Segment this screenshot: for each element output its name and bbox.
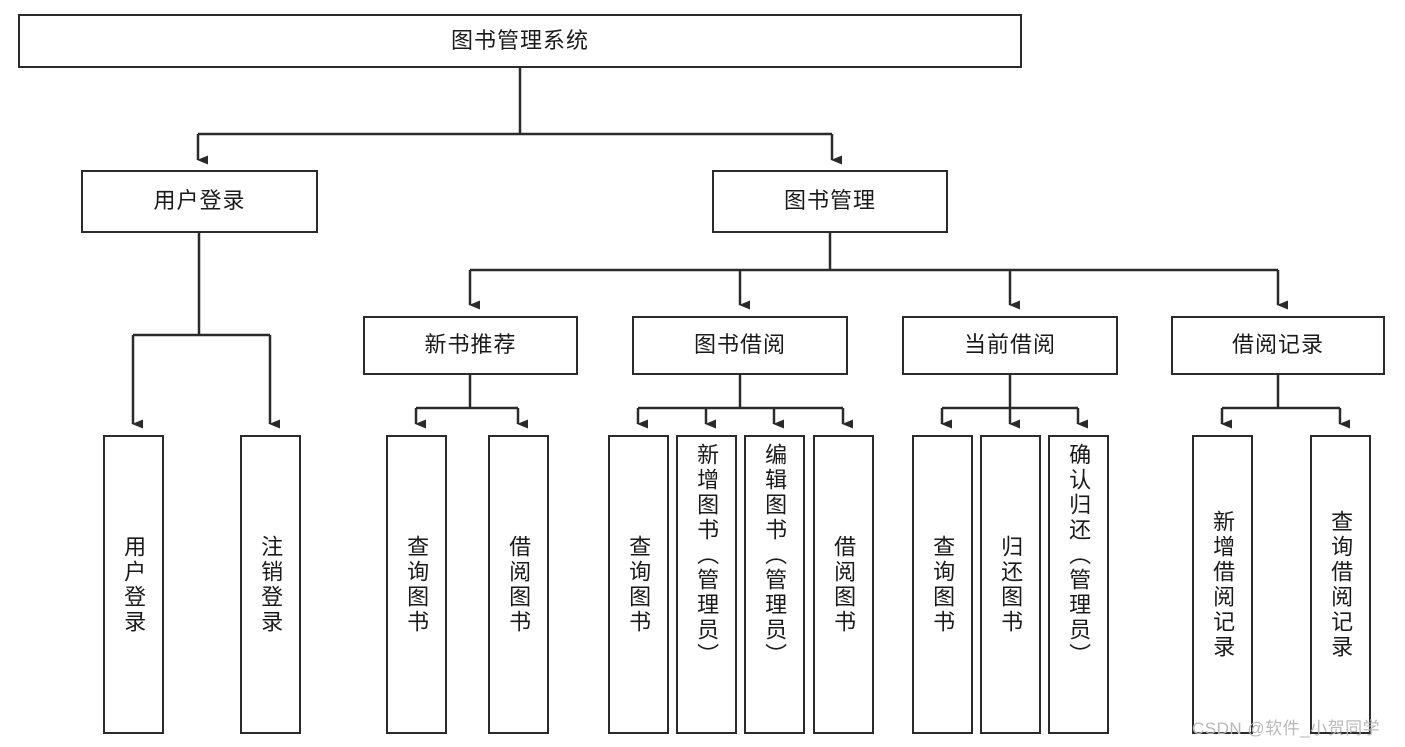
csdn-watermark: CSDN @软件_小贺同学	[1192, 719, 1381, 738]
node-label: 新书推荐	[424, 332, 517, 358]
node-label: 新增借阅记录	[1210, 509, 1236, 660]
node-label: 查询图书	[930, 534, 956, 635]
node-label: 借阅图书	[831, 534, 857, 635]
node-borrow-record[interactable]: 借阅记录	[1171, 316, 1385, 375]
leaf-borrow-borrow-book[interactable]: 借阅图书	[813, 435, 874, 734]
leaf-borrow-edit-book-admin[interactable]: 编辑图书（管理员）	[744, 435, 805, 734]
leaf-current-return-book[interactable]: 归还图书	[980, 435, 1041, 734]
node-label: 编辑图书（管理员）	[762, 443, 788, 668]
node-label: 确认归还（管理员）	[1066, 443, 1092, 668]
leaf-user-login-logout[interactable]: 注销登录	[240, 435, 301, 734]
node-label: 查询借阅记录	[1328, 509, 1354, 660]
leaf-borrow-query-book[interactable]: 查询图书	[608, 435, 669, 734]
node-root-book-management-system[interactable]: 图书管理系统	[18, 14, 1022, 68]
node-label: 用户登录	[153, 188, 246, 214]
leaf-current-confirm-return-admin[interactable]: 确认归还（管理员）	[1048, 435, 1109, 734]
node-label: 归还图书	[998, 534, 1024, 635]
node-label: 图书管理	[783, 188, 876, 214]
leaf-user-login-login[interactable]: 用户登录	[103, 435, 164, 734]
node-label: 当前借阅	[963, 332, 1056, 358]
node-label: 用户登录	[121, 534, 147, 635]
node-book-borrow[interactable]: 图书借阅	[632, 316, 848, 375]
node-book-management[interactable]: 图书管理	[712, 170, 948, 233]
node-new-book-recommend[interactable]: 新书推荐	[363, 316, 578, 375]
leaf-record-add-record[interactable]: 新增借阅记录	[1192, 435, 1253, 734]
node-label: 图书管理系统	[450, 27, 589, 53]
leaf-record-query-record[interactable]: 查询借阅记录	[1310, 435, 1371, 734]
node-current-borrow[interactable]: 当前借阅	[902, 316, 1118, 375]
node-label: 查询图书	[404, 534, 430, 635]
node-label: 借阅图书	[506, 534, 532, 635]
leaf-current-query-book[interactable]: 查询图书	[912, 435, 973, 734]
node-label: 查询图书	[626, 534, 652, 635]
leaf-recommend-borrow-book[interactable]: 借阅图书	[488, 435, 549, 734]
node-label: 借阅记录	[1231, 332, 1324, 358]
node-label: 图书借阅	[693, 332, 786, 358]
node-label: 注销登录	[258, 534, 284, 635]
leaf-borrow-add-book-admin[interactable]: 新增图书（管理员）	[676, 435, 737, 734]
leaf-recommend-query-book[interactable]: 查询图书	[386, 435, 447, 734]
node-user-login[interactable]: 用户登录	[81, 170, 318, 233]
node-label: 新增图书（管理员）	[694, 443, 720, 668]
